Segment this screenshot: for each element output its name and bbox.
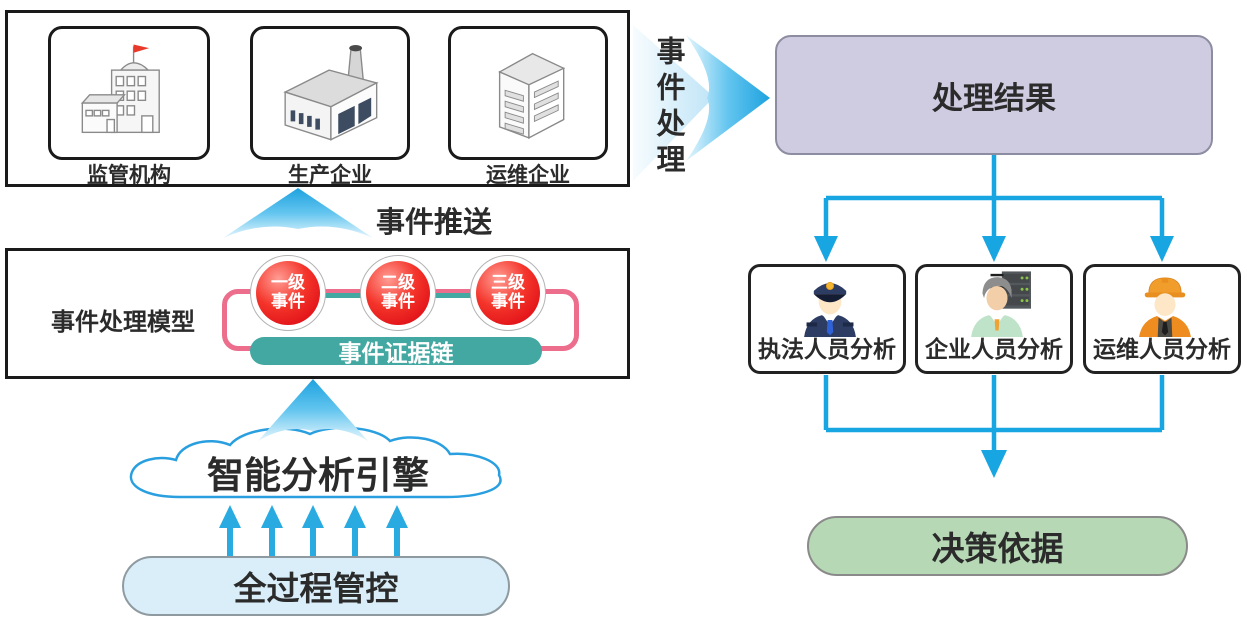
level-1-line1: 一级 <box>271 273 305 293</box>
orange-tie <box>994 319 1000 331</box>
level-3-line1: 三级 <box>491 273 525 293</box>
entity-label-maintainer: 运维企业 <box>486 163 570 187</box>
cap-badge-icon <box>825 281 835 291</box>
event-model-panel: 事件处理模型 一级 事件 二级 事件 三级 事件 事件证据链 <box>5 248 630 379</box>
entity-card-producer <box>250 26 410 160</box>
event-level-3-node: 三级 事件 <box>470 255 546 331</box>
level-3-line2: 事件 <box>491 292 525 312</box>
event-level-2-node: 二级 事件 <box>360 255 436 331</box>
decision-pill: 决策依据 <box>807 516 1188 576</box>
level-1-line2: 事件 <box>271 292 305 312</box>
analyst-label-maintenance: 运维人员分析 <box>1093 337 1231 363</box>
event-handling-label: 事件处理 <box>652 36 686 180</box>
evidence-chain-bar: 事件证据链 <box>250 337 542 367</box>
police-visor <box>813 294 847 303</box>
dome-icon <box>119 62 150 71</box>
annex-roof <box>80 94 126 104</box>
result-box: 处理结果 <box>775 35 1213 155</box>
event-handling-arrow-icon <box>686 35 770 161</box>
police-tie <box>826 320 834 336</box>
analyst-card-maintenance: 运维人员分析 <box>1083 264 1241 374</box>
event-handling-fan-icon <box>633 25 714 181</box>
result-box-label: 处理结果 <box>932 80 1056 117</box>
event-push-arrow-icon <box>223 188 373 238</box>
maintenance-worker-icon <box>1139 277 1191 337</box>
process-control-label: 全过程管控 <box>233 569 399 608</box>
stakeholders-panel: 监管机构 生产企业 <box>5 10 630 187</box>
entity-card-maintainer <box>448 26 608 160</box>
office-building-icon <box>498 52 566 139</box>
cloud-shape <box>129 426 502 499</box>
gray-hair <box>982 277 1012 299</box>
hard-hat-icon <box>1148 277 1182 294</box>
level-2-line1: 二级 <box>381 273 415 293</box>
entity-label-regulator: 监管机构 <box>87 163 171 187</box>
entity-card-regulator <box>48 26 210 160</box>
level-2-line2: 事件 <box>381 292 415 312</box>
analysis-engine-label: 智能分析引擎 <box>207 454 429 497</box>
cloud-to-model-arrow-icon <box>258 379 368 441</box>
analyst-card-enterprise: 企业人员分析 <box>915 264 1073 374</box>
event-level-2-badge: 二级 事件 <box>366 261 430 325</box>
government-building-icon <box>80 44 160 134</box>
evidence-chain-label: 事件证据链 <box>338 341 454 367</box>
result-branch-arrowheads-icon <box>814 236 1174 262</box>
analyst-card-enforcement: 执法人员分析 <box>748 264 906 374</box>
data-input-arrows-icon <box>219 505 408 556</box>
process-control-pill: 全过程管控 <box>122 556 510 616</box>
event-push-label: 事件推送 <box>376 205 493 239</box>
annex-door <box>106 118 116 134</box>
entity-label-producer: 生产企业 <box>288 163 372 187</box>
event-level-1-badge: 一级 事件 <box>256 261 320 325</box>
decision-arrowhead-icon <box>981 450 1007 478</box>
result-branch-connector <box>823 155 1165 238</box>
enterprise-person-icon <box>971 271 1031 337</box>
black-tie <box>1161 321 1169 336</box>
analyst-label-enforcement: 执法人员分析 <box>758 337 896 363</box>
tower-door <box>141 115 154 134</box>
event-model-title: 事件处理模型 <box>51 308 195 336</box>
police-officer-icon <box>804 281 856 337</box>
event-level-3-badge: 三级 事件 <box>476 261 540 325</box>
red-flag-icon <box>133 44 150 53</box>
decision-label: 决策依据 <box>931 529 1064 568</box>
analyst-label-enterprise: 企业人员分析 <box>925 337 1063 363</box>
decision-merge-connector <box>823 375 1165 452</box>
factory-icon <box>283 44 379 141</box>
event-level-1-node: 一级 事件 <box>250 255 326 331</box>
